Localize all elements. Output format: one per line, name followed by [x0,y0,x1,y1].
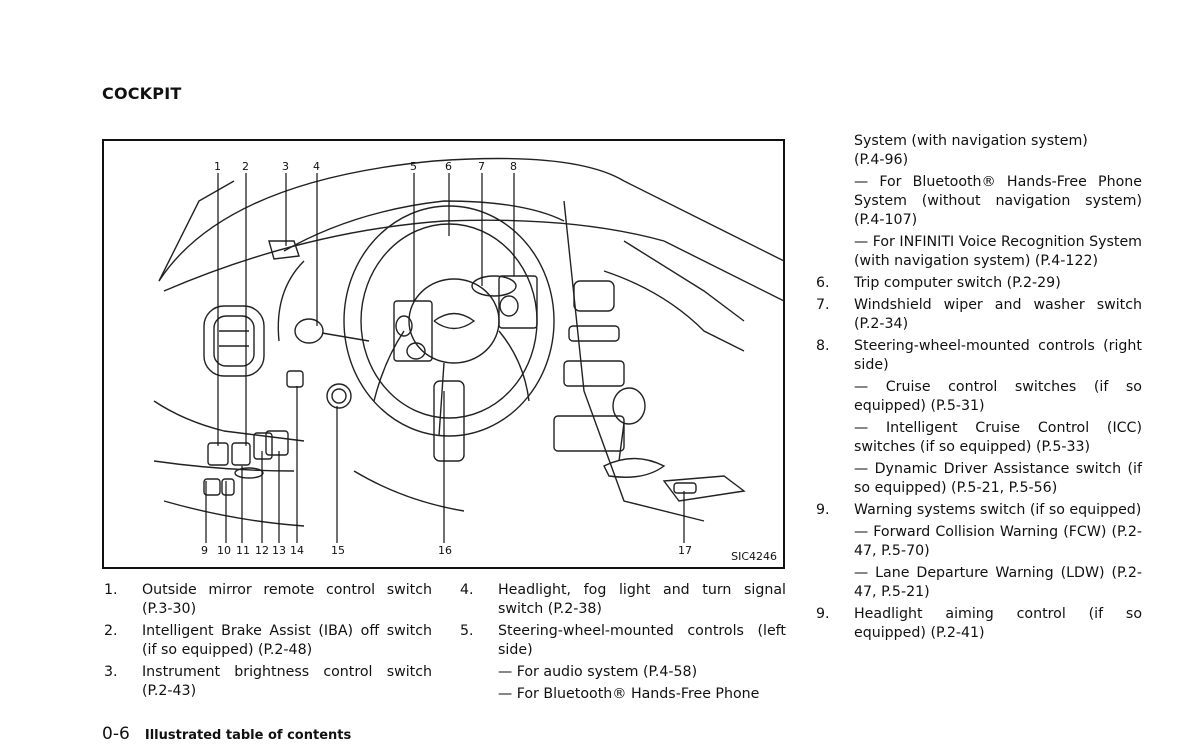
legend-subitem: — For Bluetooth® Hands-Free Phone System… [816,173,1142,230]
legend-subitem: — Dynamic Driver Assistance switch (if s… [816,460,1142,498]
legend-text: Intelligent Brake Assist (IBA) off switc… [142,623,432,658]
callout-1: 1 [214,160,221,173]
callout-4: 4 [313,160,320,173]
legend-text: Headlight, fog light and turn signal swi… [498,582,786,617]
legend-subtext: — For audio system (P.4-58) [498,664,698,680]
callout-11: 11 [236,544,250,557]
legend-subitem: — Lane Departure Warning (LDW) (P.2-47, … [816,564,1142,602]
legend-text: Trip computer switch (P.2-29) [854,275,1061,291]
footer-title: Illustrated table of contents [144,728,352,743]
legend-text: Steering-wheel-mounted controls (left si… [498,623,786,658]
legend-number: 3. [104,664,118,680]
legend-text: System (with navigation system) [854,133,1088,149]
legend-continuation: (P.4-96) [816,151,1142,170]
callout-17: 17 [678,544,692,557]
legend-column-2: 4. Headlight, fog light and turn signal … [460,581,786,707]
legend-continuation: System (with navigation system) [816,132,1142,151]
legend-number: 4. [460,582,474,598]
legend-subtext: — For Bluetooth® Hands-Free Phone [498,686,760,702]
legend-text: Windshield wiper and washer switch (P.2-… [854,297,1142,332]
legend-text: Warning systems switch (if so equipped) [854,502,1142,518]
callout-12: 12 [255,544,269,557]
legend-subtext: — Intelligent Cruise Control (ICC) switc… [854,420,1142,455]
legend-text: Steering-wheel-mounted controls (right s… [854,338,1142,373]
legend-number: 7. [816,297,830,313]
cockpit-drawing: 1 2 3 4 5 6 7 8 9 10 11 12 13 14 15 16 1… [153,157,785,557]
legend-number: 2. [104,623,118,639]
figure-code: SIC4246 [731,550,777,563]
legend-subtext: — Dynamic Driver Assistance switch (if s… [854,461,1142,496]
legend-text: Headlight aiming control (if so equipped… [854,606,1142,641]
legend-item: 5. Steering-wheel-mounted controls (left… [460,622,786,660]
page-footer: 0-6 Illustrated table of contents [102,724,351,744]
legend-subitem: — Intelligent Cruise Control (ICC) switc… [816,419,1142,457]
cockpit-illustration: 1 2 3 4 5 6 7 8 9 10 11 12 13 14 15 16 1… [102,139,785,569]
legend-item: 2. Intelligent Brake Assist (IBA) off sw… [104,622,432,660]
legend-subitem: — Forward Collision Warning (FCW) (P.2-4… [816,523,1142,561]
legend-column-3: System (with navigation system) (P.4-96)… [816,132,1142,646]
legend-subtext: — For INFINITI Voice Recognition System … [854,234,1142,269]
legend-item: 7. Windshield wiper and washer switch (P… [816,296,1142,334]
callout-16: 16 [438,544,452,557]
callout-10: 10 [217,544,231,557]
callout-7: 7 [478,160,485,173]
callout-14: 14 [290,544,304,557]
callout-13: 13 [272,544,286,557]
legend-subitem: — For INFINITI Voice Recognition System … [816,233,1142,271]
section-title: COCKPIT [102,84,182,103]
legend-number: 9. [816,606,830,622]
callout-2: 2 [242,160,249,173]
callout-15: 15 [331,544,345,557]
legend-number: 1. [104,582,118,598]
callout-6: 6 [445,160,452,173]
legend-number: 9. [816,502,830,518]
legend-subtext: — Cruise control switches (if so equippe… [854,379,1142,414]
legend-subitem: — For audio system (P.4-58) [460,663,786,682]
legend-item: 9. Warning systems switch (if so equippe… [816,501,1142,520]
legend-item: 8. Steering-wheel-mounted controls (righ… [816,337,1142,375]
legend-subitem: — For Bluetooth® Hands-Free Phone [460,685,786,704]
legend-number: 6. [816,275,830,291]
legend-item: 4. Headlight, fog light and turn signal … [460,581,786,619]
legend-item: 9. Headlight aiming control (if so equip… [816,605,1142,643]
callout-3: 3 [282,160,289,173]
legend-subtext: — Forward Collision Warning (FCW) (P.2-4… [854,524,1142,559]
legend-item: 3. Instrument brightness control switch … [104,663,432,701]
callout-9: 9 [201,544,208,557]
page-number: 0-6 [102,724,130,744]
callout-8: 8 [510,160,517,173]
legend-subtext: — For Bluetooth® Hands-Free Phone System… [854,174,1142,228]
legend-item: 1. Outside mirror remote control switch … [104,581,432,619]
legend-text: (P.4-96) [854,152,909,168]
legend-text: Outside mirror remote control switch (P.… [142,582,432,617]
legend-number: 8. [816,338,830,354]
legend-subitem: — Cruise control switches (if so equippe… [816,378,1142,416]
legend-column-1: 1. Outside mirror remote control switch … [104,581,432,704]
legend-text: Instrument brightness control switch (P.… [142,664,432,699]
callout-5: 5 [410,160,417,173]
legend-item: 6. Trip computer switch (P.2-29) [816,274,1142,293]
legend-number: 5. [460,623,474,639]
legend-subtext: — Lane Departure Warning (LDW) (P.2-47, … [854,565,1142,600]
